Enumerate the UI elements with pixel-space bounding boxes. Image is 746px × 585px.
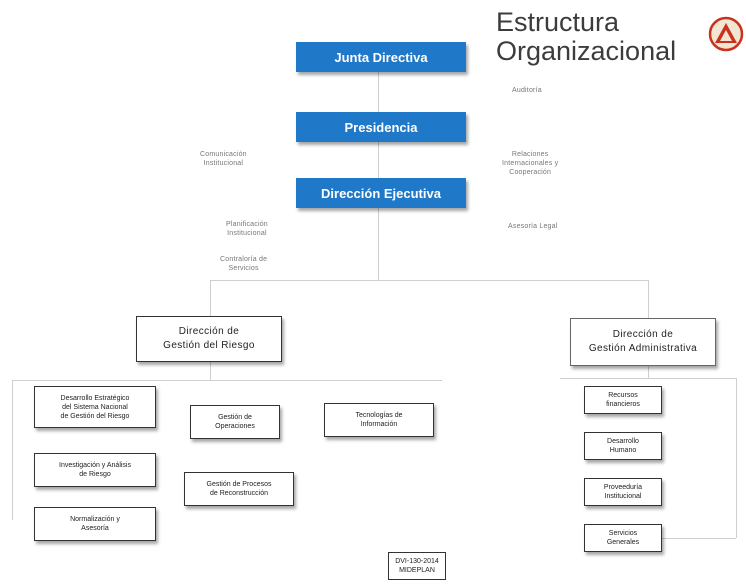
connector-line <box>210 280 378 281</box>
servicios-generales-box[interactable]: Servicios Generales <box>584 524 662 552</box>
relaciones-label: Relaciones Internacionales y Cooperación <box>502 151 559 176</box>
connector-line <box>12 380 13 520</box>
connector-line <box>378 280 648 281</box>
investigacion-analisis-box[interactable]: Investigación y Análisis de Riesgo <box>34 453 156 487</box>
connector-line <box>210 362 211 380</box>
connector-line <box>378 70 379 280</box>
document-code-box: DVI-130-2014 MIDEPLAN <box>388 552 446 580</box>
tecnologias-informacion-box[interactable]: Tecnologías de Información <box>324 403 434 437</box>
recursos-financieros-box[interactable]: Recursos financieros <box>584 386 662 414</box>
asesoria-label: Asesoría Legal <box>508 223 558 230</box>
direccion-ejecutiva-label: Dirección Ejecutiva <box>321 185 441 201</box>
connector-line <box>648 280 649 320</box>
gestion-reconstruccion-box[interactable]: Gestión de Procesos de Reconstrucción <box>184 472 294 506</box>
connector-line <box>560 378 736 379</box>
auditoria-label: Auditoría <box>512 87 542 94</box>
presidencia-box[interactable]: Presidencia <box>296 112 466 142</box>
proveeduria-institucional-box[interactable]: Proveeduría Institucional <box>584 478 662 506</box>
connector-line <box>210 280 211 320</box>
title-line-1: Estructura <box>496 7 620 37</box>
desarrollo-estrategico-box[interactable]: Desarrollo Estratégico del Sistema Nacio… <box>34 386 156 428</box>
comunicacion-label: Comunicación Institucional <box>200 151 247 167</box>
connector-line <box>648 366 649 378</box>
title-line-2: Organizacional <box>496 36 677 66</box>
gestion-operaciones-box[interactable]: Gestión de Operaciones <box>190 405 280 439</box>
connector-line <box>660 538 736 539</box>
desarrollo-humano-box[interactable]: Desarrollo Humano <box>584 432 662 460</box>
normalizacion-asesoria-box[interactable]: Normalización y Asesoría <box>34 507 156 541</box>
direccion-ejecutiva-box[interactable]: Dirección Ejecutiva <box>296 178 466 208</box>
triangle-emblem-logo <box>708 16 744 52</box>
presidencia-label: Presidencia <box>344 119 418 135</box>
contraloria-label: Contraloría de Servicios <box>220 256 268 272</box>
planificacion-label: Planificación Institucional <box>226 221 268 237</box>
junta-directiva-label: Junta Directiva <box>334 49 428 65</box>
junta-directiva-box[interactable]: Junta Directiva <box>296 42 466 72</box>
page-title: Estructura Organizacional <box>496 8 676 66</box>
direccion-gestion-riesgo-box[interactable]: Dirección de Gestión del Riesgo <box>136 316 282 362</box>
connector-line <box>736 378 737 538</box>
direccion-gestion-administrativa-box[interactable]: Dirección de Gestión Administrativa <box>570 318 716 366</box>
connector-line <box>12 380 442 381</box>
